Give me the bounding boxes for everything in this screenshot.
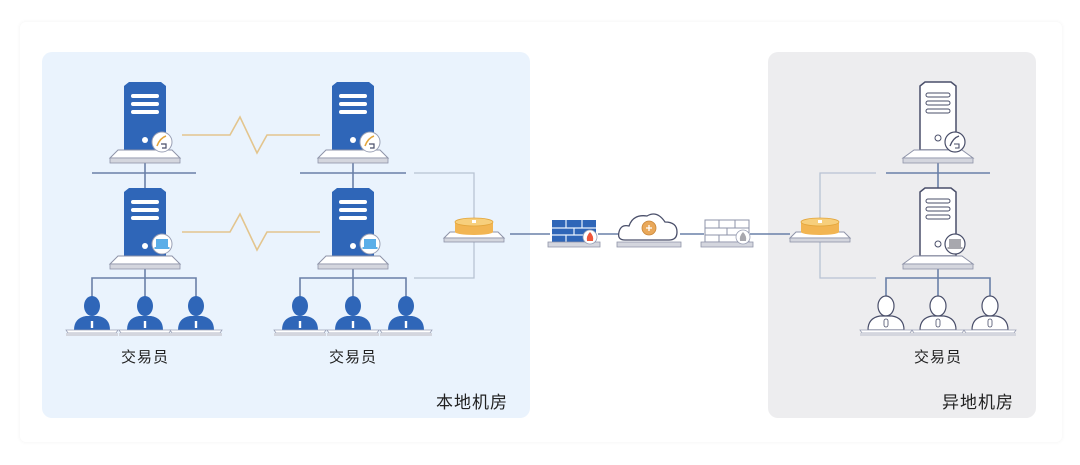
user-icon[interactable] (118, 295, 172, 337)
wrench-screwdriver-icon (151, 131, 173, 153)
user-icon[interactable] (169, 295, 223, 337)
local-router-icon[interactable] (443, 217, 505, 243)
wrench-screwdriver-icon (944, 131, 966, 153)
heartbeat-link-bottom (182, 212, 320, 252)
user-icon[interactable] (273, 295, 327, 337)
local-datacenter-label: 本地机房 (436, 393, 508, 413)
local-client-server-2[interactable] (317, 187, 389, 270)
local-router-links (414, 172, 475, 279)
remote-transaction-server[interactable] (902, 81, 974, 164)
remote-router-links (819, 172, 876, 279)
remote-group-label: 交易员 (913, 348, 963, 366)
local-trader-group-1 (65, 295, 223, 337)
remote-trader-group (859, 295, 1017, 337)
laptop-icon (359, 233, 381, 255)
local-trader-group-2 (273, 295, 433, 337)
user-icon[interactable] (379, 295, 433, 337)
user-icon[interactable] (963, 295, 1017, 337)
user-icon[interactable] (911, 295, 965, 337)
user-icon[interactable] (326, 295, 380, 337)
wrench-screwdriver-icon (359, 131, 381, 153)
cloud-network-icon[interactable] (616, 213, 682, 248)
local-client-server-1[interactable] (109, 187, 181, 270)
laptop-icon (944, 233, 966, 255)
local-transaction-server-2[interactable] (317, 81, 389, 164)
local-group-1-label: 交易员 (120, 348, 170, 366)
remote-datacenter-label: 异地机房 (942, 393, 1014, 413)
remote-firewall-icon[interactable] (700, 219, 754, 248)
local-firewall-icon[interactable] (547, 219, 601, 248)
remote-router-icon[interactable] (789, 217, 851, 243)
local-group-2-label: 交易员 (328, 348, 378, 366)
local-transaction-server-1[interactable] (109, 81, 181, 164)
user-icon[interactable] (65, 295, 119, 337)
heartbeat-link-top (182, 115, 320, 155)
user-icon[interactable] (859, 295, 913, 337)
remote-client-server[interactable] (902, 187, 974, 270)
laptop-icon (151, 233, 173, 255)
